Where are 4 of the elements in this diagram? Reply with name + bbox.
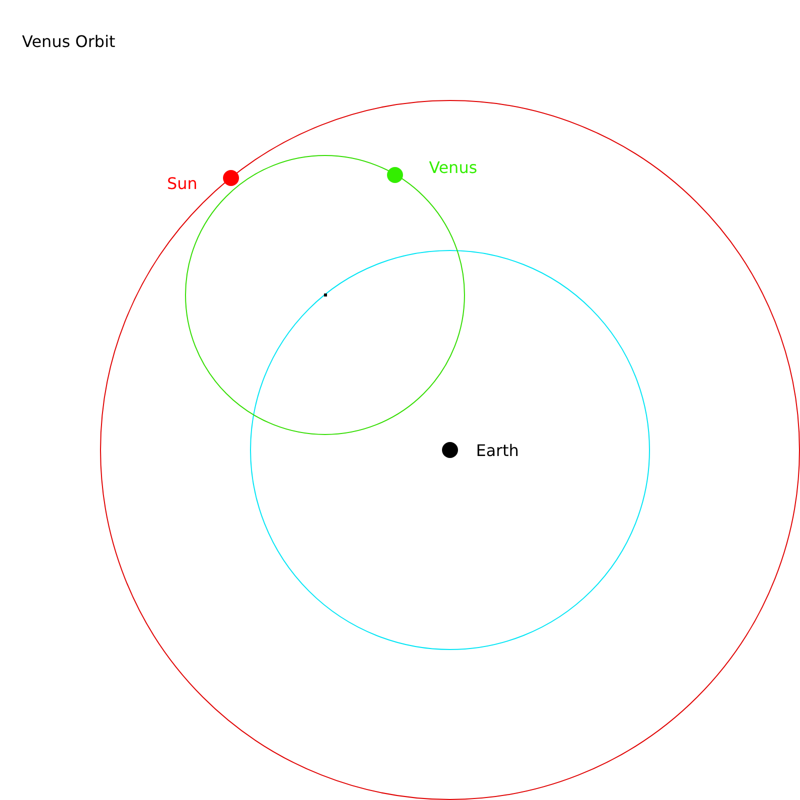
body-label: Venus <box>429 160 478 176</box>
diagram-title: Venus Orbit <box>22 34 116 50</box>
body-label: Earth <box>476 443 519 459</box>
body-label: Sun <box>167 176 198 192</box>
